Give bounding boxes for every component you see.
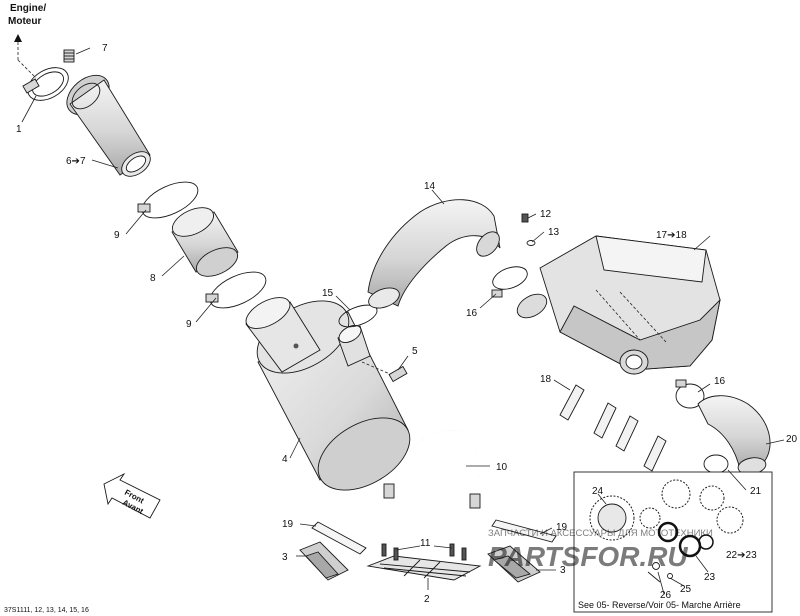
callout-1: 1 <box>16 124 22 135</box>
callout-9-lower: 9 <box>186 319 192 330</box>
watermark-line1: ЗАПЧАСТИ И АКСЕССУАРЫ ДЛЯ МОТОТЕХНИКИ <box>488 528 713 539</box>
part-16-clamp-lower <box>675 379 705 409</box>
callout-17-18: 17➔18 <box>656 230 687 241</box>
callout-22-23: 22➔23 <box>726 550 757 561</box>
part-18-foam-strips <box>559 384 667 472</box>
engine-label-line1: Engine/ <box>10 3 46 14</box>
part-19-rubber-strip-left <box>311 521 367 555</box>
reverse-inset-note: See 05- Reverse/Voir 05- Marche Arrière <box>578 600 741 610</box>
callout-4: 4 <box>282 454 288 465</box>
callout-26: 26 <box>660 590 672 601</box>
callout-15: 15 <box>322 288 334 299</box>
callout-3-left: 3 <box>282 552 288 563</box>
callout-16-lower: 16 <box>714 376 726 387</box>
callout-6-7: 6➔7 <box>66 156 86 167</box>
part-15-clamp <box>338 304 378 328</box>
part-1-clamp <box>22 67 69 101</box>
callout-13: 13 <box>548 227 560 238</box>
part-6-exhaust-pipe <box>66 74 151 177</box>
part-13-washer <box>526 240 536 246</box>
callout-14: 14 <box>424 181 436 192</box>
part-17-resonator <box>516 235 721 375</box>
callout-20: 20 <box>786 434 798 445</box>
part-2-support-rail <box>366 555 482 581</box>
part-10-strap <box>383 428 481 509</box>
engine-label-line2: Moteur <box>8 16 41 27</box>
part-21-clamp <box>703 454 729 474</box>
callout-16-upper: 16 <box>466 308 478 319</box>
part-19-rubber-strip-right <box>491 519 557 543</box>
part-20-outlet-hose <box>697 395 771 475</box>
part-5-sensor-plug <box>361 361 408 383</box>
leader-lines <box>21 47 785 595</box>
part-14-connecting-pipe <box>367 199 501 309</box>
part-4-muffler <box>245 297 411 491</box>
callout-8: 8 <box>150 273 156 284</box>
part-12-screw <box>521 213 529 223</box>
part-3-bracket-left <box>299 541 349 581</box>
front-direction-arrow: Front Avant <box>103 472 161 519</box>
figure-code: 37S1111, 12, 13, 14, 15, 16 <box>4 607 89 614</box>
part-16-clamp-upper <box>491 266 528 298</box>
reverse-inset: See 05- Reverse/Voir 05- Marche Arrière <box>573 471 773 613</box>
callout-24: 24 <box>592 486 604 497</box>
callout-7: 7 <box>102 43 108 54</box>
callouts: 1 7 6➔7 9 8 9 4 5 10 11 12 13 14 15 16 1… <box>16 43 798 605</box>
callout-19-left: 19 <box>282 519 294 530</box>
part-7-fitting <box>63 49 75 63</box>
engine-direction-marker: Engine/ Moteur <box>8 3 46 79</box>
part-8-coupling-sleeve <box>171 207 239 277</box>
callout-5: 5 <box>412 346 418 357</box>
callout-19-right: 19 <box>556 522 568 533</box>
part-11-bolts <box>381 543 467 561</box>
callout-11: 11 <box>420 538 431 549</box>
watermark: ЗАПЧАСТИ И АКСЕССУАРЫ ДЛЯ МОТОТЕХНИКИ PA… <box>488 528 713 572</box>
callout-10: 10 <box>496 462 508 473</box>
callout-12: 12 <box>540 209 552 220</box>
watermark-line2: PARTSFOR.RU <box>488 541 688 572</box>
callout-18: 18 <box>540 374 552 385</box>
callout-23: 23 <box>704 572 716 583</box>
callout-9-upper: 9 <box>114 230 120 241</box>
callout-25: 25 <box>680 584 692 595</box>
part-9-clamp-lower <box>205 271 267 309</box>
engine-arrow-icon <box>14 34 22 42</box>
callout-21: 21 <box>750 486 762 497</box>
callout-3-right: 3 <box>560 565 566 576</box>
callout-2: 2 <box>424 594 430 605</box>
part-3-bracket-right <box>487 545 541 583</box>
